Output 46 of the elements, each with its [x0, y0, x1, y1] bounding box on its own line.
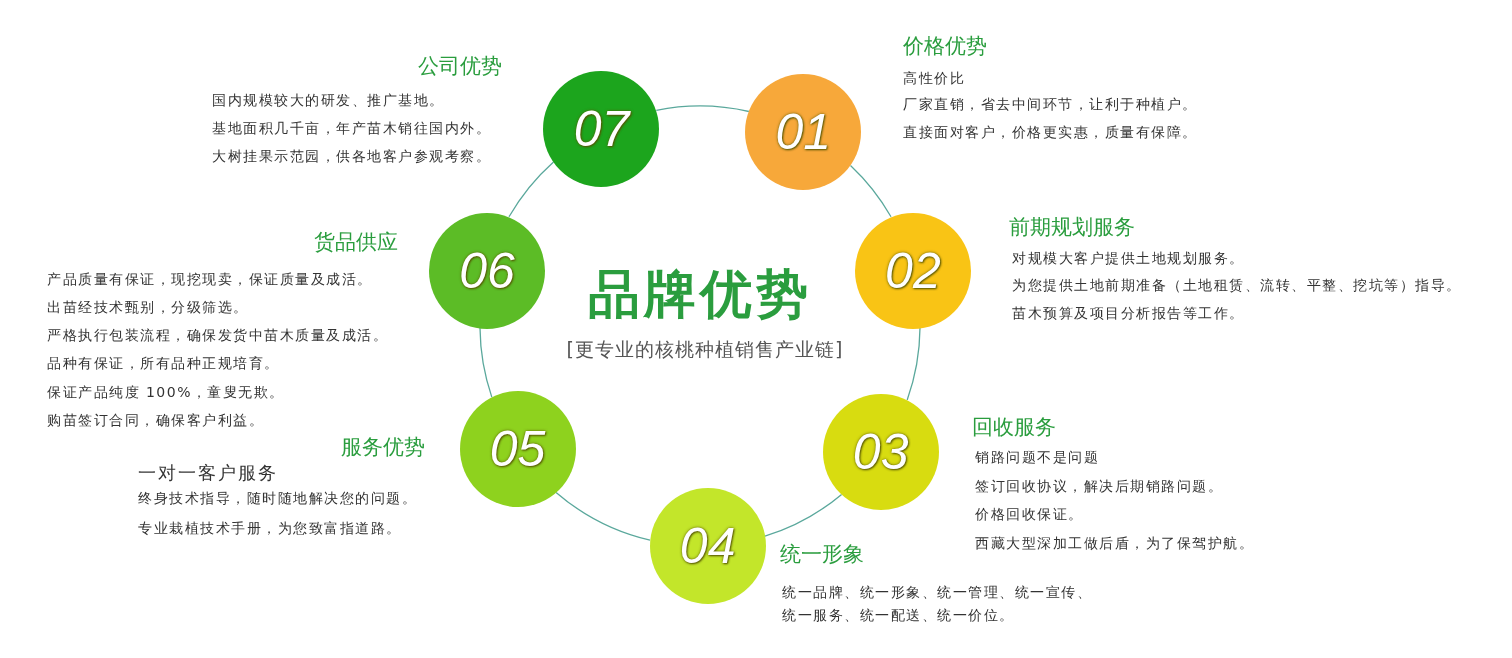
description-text: 统一品牌、统一形象、统一管理、统一宣传、统一服务、统一配送、统一价位。	[782, 583, 1093, 625]
number-circle: 02	[854, 212, 971, 329]
section-heading: 价格优势	[903, 33, 987, 60]
description-text: 厂家直销，省去中间环节，让利于种植户。	[903, 95, 1198, 113]
description-text: 销路问题不是问题	[975, 448, 1099, 466]
description-text: 购苗签订合同，确保客户利益。	[47, 411, 264, 429]
title-text: 品牌优势	[587, 263, 813, 326]
description-text: 高性价比	[903, 69, 965, 87]
description-text: 价格回收保证。	[975, 505, 1084, 523]
description-text: 为您提供土地前期准备（土地租赁、流转、平整、挖坑等）指导。	[1012, 276, 1462, 294]
number-circle: 07	[543, 71, 660, 188]
ring-arc	[906, 327, 921, 401]
description-text: 苗木预算及项目分析报告等工作。	[1012, 304, 1245, 322]
number-circle: 06	[429, 212, 546, 329]
number-circle: 03	[822, 393, 939, 510]
description-text: 品种有保证，所有品种正规培育。	[47, 354, 280, 372]
description-text: 大树挂果示范园，供各地客户参观考察。	[212, 147, 491, 165]
section-heading: 统一形象	[780, 541, 864, 568]
description-text: 严格执行包装流程，确保发货中苗木质量及成活。	[47, 326, 388, 344]
subtitle-text: [更专业的核桃种植销售产业链]	[565, 337, 845, 362]
description-text: 终身技术指导，随时随地解决您的问题。	[138, 489, 417, 507]
ring-arc	[555, 491, 651, 541]
subheading-text: 一对一客户服务	[138, 462, 278, 484]
description-text: 产品质量有保证，现挖现卖，保证质量及成活。	[47, 270, 373, 288]
section-heading: 回收服务	[972, 414, 1056, 441]
number-circle: 05	[459, 391, 576, 507]
section-heading: 前期规划服务	[1009, 214, 1135, 241]
description-text: 对规模大客户提供土地规划服务。	[1012, 249, 1245, 267]
description-text: 保证产品纯度 100%，童叟无欺。	[47, 383, 285, 401]
ring-arc	[655, 105, 750, 113]
section-heading: 公司优势	[418, 53, 502, 80]
ring-arc	[508, 161, 555, 218]
description-text: 出苗经技术甄别，分级筛选。	[47, 298, 249, 316]
description-text: 国内规模较大的研发、推广基地。	[212, 91, 445, 109]
ring-arc	[479, 327, 493, 398]
section-heading: 货品供应	[314, 229, 398, 256]
description-text: 签订回收协议，解决后期销路问题。	[975, 477, 1223, 495]
description-text: 西藏大型深加工做后盾，为了保驾护航。	[975, 534, 1254, 552]
number-circle: 01	[745, 73, 862, 190]
description-text: 直接面对客户，价格更实惠，质量有保障。	[903, 123, 1198, 141]
section-heading: 服务优势	[341, 434, 425, 461]
ring-arc	[849, 164, 892, 218]
description-text: 专业栽植技术手册，为您致富指道路。	[138, 519, 402, 537]
ring-arc	[764, 493, 843, 537]
description-text: 基地面积几千亩，年产苗木销往国内外。	[212, 119, 491, 137]
number-circle: 04	[649, 487, 766, 604]
